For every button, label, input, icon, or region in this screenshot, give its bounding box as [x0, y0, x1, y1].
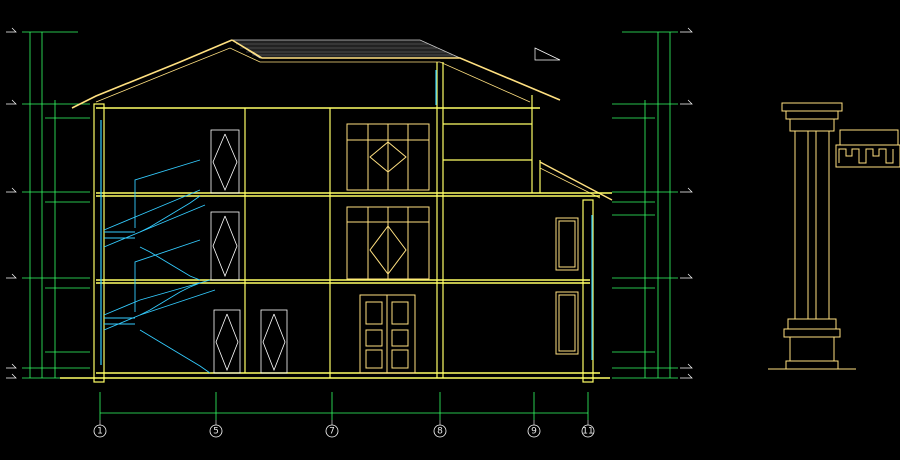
axis-bubble [325, 424, 339, 438]
axis-bubble [209, 424, 223, 438]
left-level-markers [6, 27, 17, 379]
roof [71, 39, 613, 201]
axis-bubble [433, 424, 447, 438]
window-middle [346, 206, 430, 280]
right-windows [555, 217, 579, 355]
doors-and-windows [210, 129, 288, 374]
axis-marker-7: 7 [325, 420, 339, 438]
axis-label: 5 [213, 427, 219, 437]
staircase [103, 159, 216, 374]
right-dimension-lines [612, 31, 678, 379]
window-upper [346, 123, 430, 191]
axis-marker-11: 11 [581, 420, 595, 438]
wall-glazing [100, 70, 593, 365]
floor-slabs [60, 107, 612, 379]
axis-label: 9 [531, 427, 537, 437]
axis-bubble [527, 424, 541, 438]
bottom-dimension-line [99, 392, 589, 420]
axis-markers: 1 5 7 8 9 11 [93, 420, 595, 438]
axis-bubble [581, 424, 595, 438]
axis-label: 7 [329, 427, 335, 437]
walls [93, 62, 594, 383]
axis-marker-8: 8 [433, 420, 447, 438]
axis-bubble [93, 424, 107, 438]
axis-marker-1: 1 [93, 420, 107, 438]
axis-label: 8 [437, 427, 443, 437]
axis-marker-5: 5 [209, 420, 223, 438]
main-entrance-door [359, 294, 416, 374]
left-dimension-lines [22, 31, 90, 379]
axis-marker-9: 9 [527, 420, 541, 438]
axis-label: 1 [97, 427, 103, 437]
axis-label: 11 [582, 427, 593, 437]
right-level-markers [680, 27, 693, 379]
